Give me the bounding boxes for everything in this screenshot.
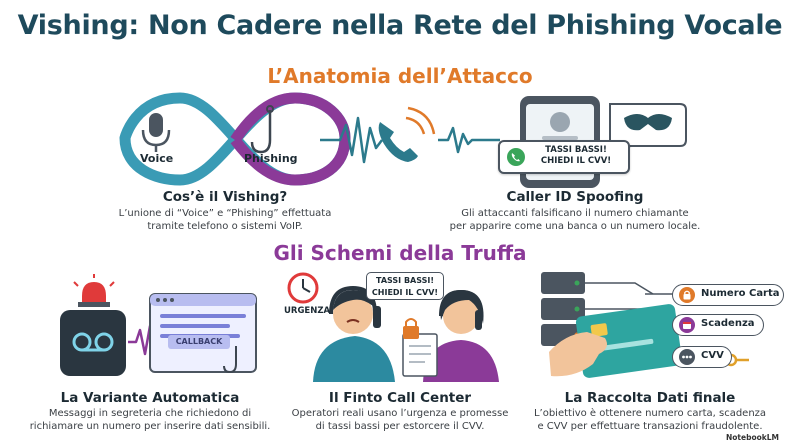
- tag-expiry-label: Scadenza: [701, 318, 755, 329]
- fishing-hook-icon: [250, 105, 274, 154]
- tag-cvv: CVV: [672, 346, 732, 368]
- phone-handset-icon: [378, 122, 418, 162]
- spoof-message-bubble: TASSI BASSI! CHIEDI IL CVV!: [498, 140, 630, 174]
- data-harvesting-desc-line2: e CVV per effettuare transazioni fraudol…: [537, 421, 763, 432]
- credit-card-icon: [575, 304, 683, 378]
- tag-card-number-label: Numero Carta: [701, 288, 780, 299]
- data-harvesting-illustration: [541, 272, 749, 378]
- caller-id-spoofing-desc-line1: Gli attaccanti falsificano il numero chi…: [461, 208, 689, 219]
- scam-bubble-line2: CHIEDI IL CVV!: [371, 288, 439, 297]
- phone-call-green-icon: [507, 148, 525, 166]
- spoof-bubble-line1: TASSI BASSI!: [545, 145, 607, 155]
- alarm-light-icon: [73, 274, 115, 307]
- fake-call-center-illustration: [287, 272, 499, 382]
- fake-call-center-title: Il Finto Call Center: [328, 390, 472, 406]
- fake-call-center-desc-line1: Operatori reali usano l’urgenza e promes…: [291, 408, 509, 419]
- phone-call-illustration: [320, 106, 500, 164]
- automated-voicemail-illustration: [60, 274, 257, 376]
- watermark: NotebookLM: [726, 433, 780, 442]
- vishing-definition-title: Cos’è il Vishing?: [162, 189, 288, 205]
- calendar-icon: [679, 317, 695, 333]
- spy-mask-icon: [624, 114, 672, 131]
- urgency-label: URGENZA: [284, 306, 331, 316]
- lock-icon: [679, 287, 695, 303]
- scam-speech-bubble: TASSI BASSI! CHIEDI IL CVV!: [366, 272, 444, 300]
- caller-id-spoofing-title: Caller ID Spoofing: [506, 189, 644, 205]
- voice-label: Voice: [140, 152, 174, 165]
- microphone-icon: [141, 113, 171, 152]
- vishing-definition-desc-line2: tramite telefono o sistemi VoIP.: [147, 221, 303, 232]
- clock-icon: [287, 272, 319, 304]
- vishing-infinity-illustration: [119, 92, 351, 186]
- vishing-definition-desc-line1: L’unione di “Voice” e “Phishing” effettu…: [118, 208, 332, 219]
- male-operator: [313, 285, 395, 382]
- caller-id-spoofing-desc-line2: per apparire come una banca o un numero …: [449, 221, 701, 232]
- automated-variant-desc-line1: Messaggi in segreteria che richiedono di: [48, 408, 252, 419]
- fishing-hook-icon: [223, 346, 237, 374]
- data-harvesting-desc-line1: L’obiettivo è ottenere numero carta, sca…: [533, 408, 767, 419]
- spoof-bubble-line2: CHIEDI IL CVV!: [540, 156, 612, 166]
- section-heading-anatomy: L’Anatomia dell’Attacco: [267, 64, 533, 88]
- lock-icon: [403, 318, 419, 339]
- phishing-label: Phishing: [244, 152, 298, 165]
- automated-variant-desc-line2: richiamare un numero per inserire dati s…: [29, 421, 271, 432]
- section-heading-schemes: Gli Schemi della Truffa: [273, 241, 527, 265]
- tag-expiry: Scadenza: [672, 314, 764, 336]
- fake-call-center-desc-line2: di tassi bassi per estorcere il CVV.: [315, 421, 485, 432]
- data-harvesting-title: La Raccolta Dati finale: [564, 390, 736, 406]
- callback-button: CALLBACK: [168, 335, 230, 349]
- tag-card-number: Numero Carta: [672, 284, 784, 306]
- password-dots-icon: [679, 349, 695, 365]
- scam-bubble-line1: TASSI BASSI!: [375, 276, 435, 285]
- server-stack-icon: [541, 272, 585, 346]
- automated-variant-title: La Variante Automatica: [60, 390, 240, 406]
- female-operator: [423, 289, 499, 382]
- tag-cvv-label: CVV: [701, 350, 724, 361]
- document-icon: [402, 333, 438, 377]
- page-title: Vishing: Non Cadere nella Rete del Phish…: [17, 10, 783, 41]
- voicemail-icon: [72, 332, 114, 352]
